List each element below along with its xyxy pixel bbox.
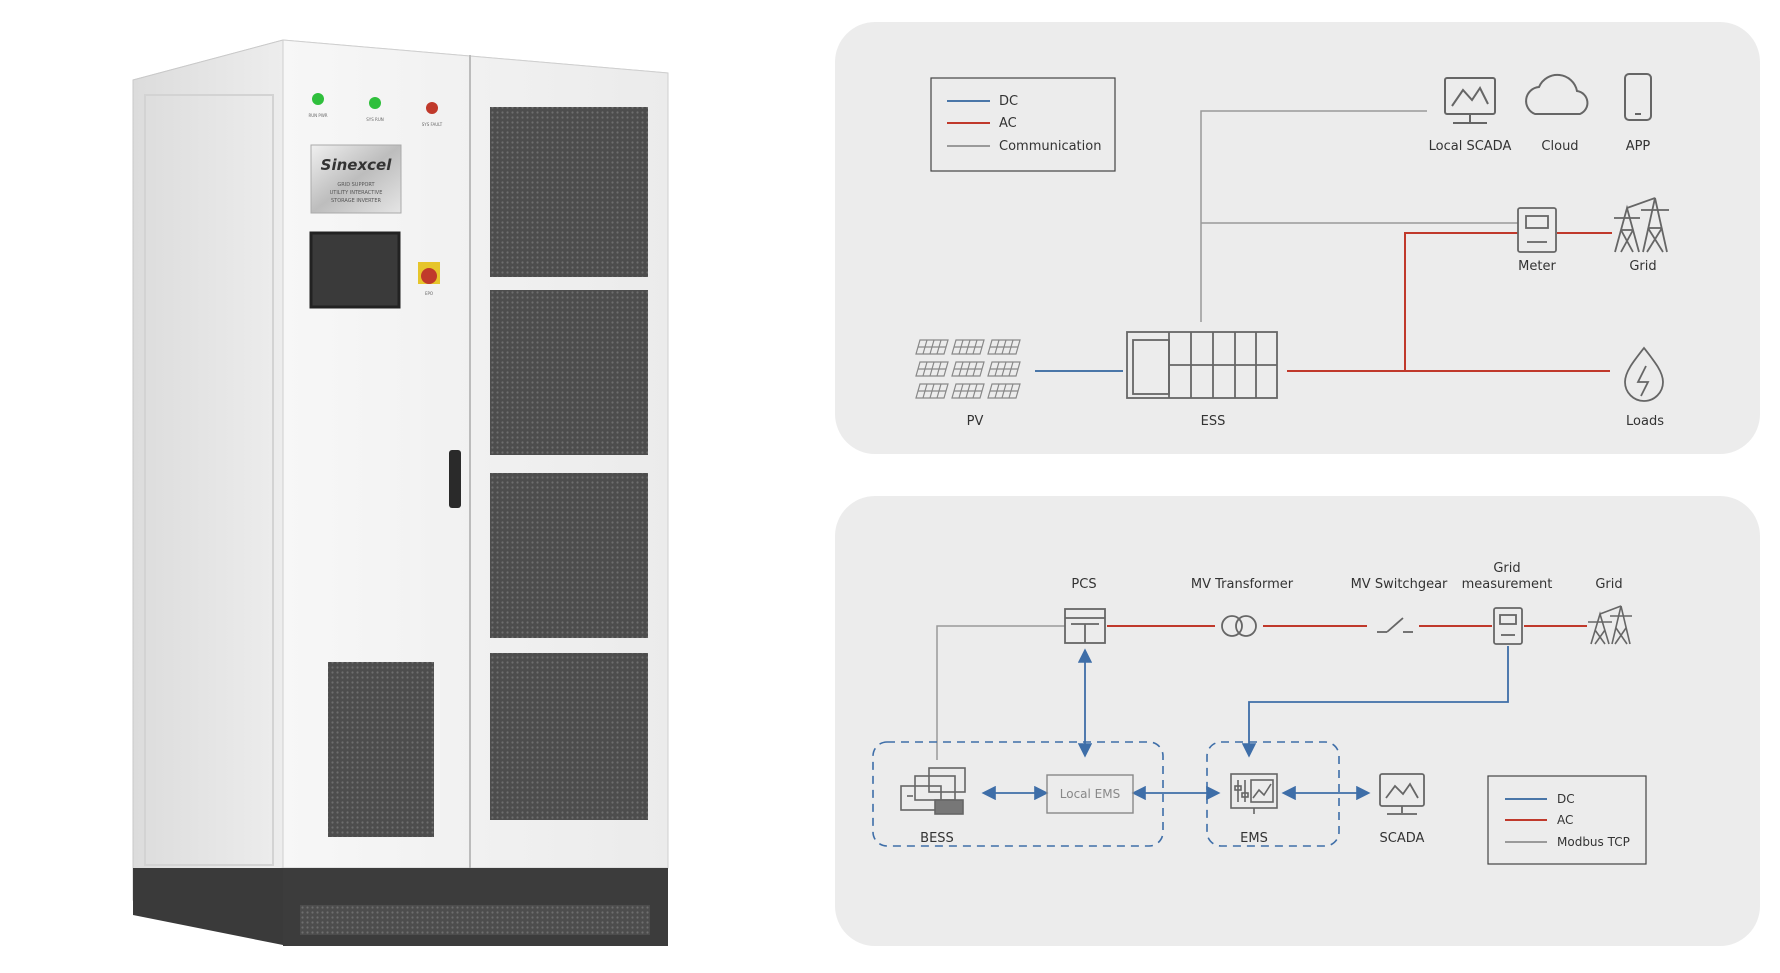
transmission-tower-icon [1588, 605, 1632, 645]
brand-subtitle: UTILITY INTERACTIVE [330, 190, 383, 196]
led-label: RUN PWR [308, 113, 327, 118]
led-red [426, 102, 438, 114]
grid-meter-icon [1493, 607, 1523, 645]
monitor-icon [1379, 773, 1425, 815]
local-scada-label: Local SCADA [1429, 139, 1512, 154]
cabinet-illustration: RUN PWR SYS RUN SYS FAULT Sinexcel GRID … [132, 39, 669, 946]
legend-dc-label: DC [1557, 792, 1575, 806]
legend-box [1487, 775, 1647, 865]
switchgear-icon [1377, 617, 1413, 633]
pv-label: PV [967, 414, 984, 429]
legend-modbus-label: Modbus TCP [1557, 835, 1630, 849]
legend-comm-label: Communication [999, 139, 1101, 154]
door-handle[interactable] [449, 450, 461, 508]
brand-subtitle: STORAGE INVERTER [331, 198, 382, 204]
vent-grille [490, 290, 648, 455]
legend-dc-label: DC [999, 94, 1018, 109]
mv-transformer-label: MV Transformer [1191, 577, 1294, 592]
legend-ac-label: AC [999, 116, 1017, 131]
led-label: SYS FAULT [422, 122, 443, 127]
grid-label: Grid [1629, 259, 1656, 274]
grid-measurement-label: Grid [1493, 561, 1520, 576]
grid-label: Grid [1595, 577, 1622, 592]
bess-group-box [872, 741, 1164, 847]
local-ems-box [1046, 774, 1134, 814]
bess-label: BESS [920, 831, 954, 846]
legend-box [930, 77, 1116, 172]
brand-plate [310, 144, 402, 214]
pcs-label: PCS [1071, 577, 1096, 592]
app-label: APP [1626, 139, 1651, 154]
pv-ess-diagram: DC AC Communication Local SCADA Cloud [915, 73, 1669, 429]
led-label: SYS RUN [366, 117, 384, 122]
phone-icon [1624, 73, 1652, 121]
loads-label: Loads [1626, 414, 1664, 429]
meter-label: Meter [1518, 259, 1556, 274]
ems-label: EMS [1240, 831, 1268, 846]
estop-button[interactable] [421, 268, 437, 284]
vent-grille [328, 662, 434, 837]
cloud-icon [1525, 73, 1589, 115]
grid-measurement-label: measurement [1462, 577, 1553, 592]
ess-container-icon [1126, 331, 1278, 399]
bess-ems-diagram-panel: PCS MV Transformer MV Switchgear Grid me… [835, 496, 1760, 946]
led-green-1 [312, 93, 324, 105]
modbus-line-bess-pcs [936, 625, 1065, 760]
brand-subtitle: GRID SUPPORT [337, 182, 375, 188]
vent-grille [490, 107, 648, 277]
local-ems-label: Local EMS [1060, 787, 1120, 801]
dc-line-meter-ems [1241, 646, 1509, 758]
bess-ems-diagram: PCS MV Transformer MV Switchgear Grid me… [872, 561, 1647, 865]
ess-label: ESS [1201, 414, 1226, 429]
pcs-icon [1064, 608, 1106, 644]
monitor-icon [1444, 77, 1496, 124]
led-green-2 [369, 97, 381, 109]
ems-icon [1230, 773, 1278, 814]
cloud-label: Cloud [1541, 139, 1578, 154]
mv-switchgear-label: MV Switchgear [1351, 577, 1448, 592]
cabinet-side [132, 39, 284, 901]
pv-ess-diagram-panel: DC AC Communication Local SCADA Cloud [835, 22, 1760, 454]
legend-ac-label: AC [1557, 813, 1573, 827]
cabinet-plinth-side [133, 868, 283, 945]
loads-icon [1624, 346, 1664, 402]
transmission-tower-icon [1614, 197, 1669, 253]
vent-grille [490, 653, 648, 820]
vent-grille [490, 473, 648, 638]
comm-line-scada [1200, 110, 1427, 322]
battery-icon [900, 767, 966, 815]
brand-logo: Sinexcel [321, 156, 393, 174]
scada-label: SCADA [1380, 831, 1425, 846]
solar-panel-icon [915, 339, 1021, 399]
meter-icon [1517, 207, 1557, 253]
transformer-icon [1221, 615, 1257, 637]
touch-screen[interactable] [309, 231, 401, 309]
estop-label: EPO [425, 291, 433, 296]
ac-line-meter [1404, 232, 1518, 371]
